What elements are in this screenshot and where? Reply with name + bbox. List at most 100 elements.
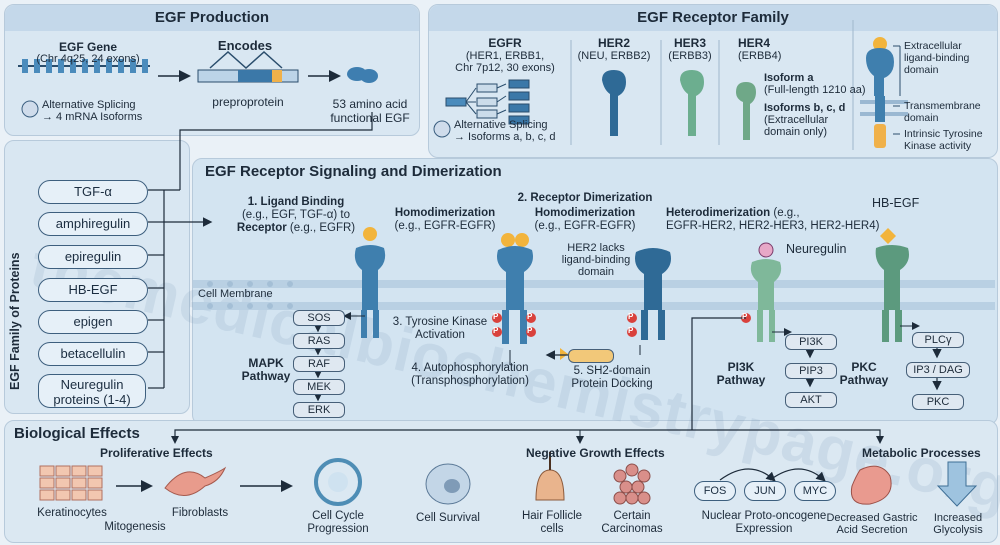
preproprotein-label: preproprotein	[212, 95, 284, 109]
mapk-title-line2: Pathway	[241, 369, 291, 383]
her2-heterodimer	[635, 248, 671, 340]
heterodimer-title: Heterodimerization (e.g.,	[666, 207, 800, 219]
family-bracket	[148, 189, 213, 389]
pi3k-title-line1: PI3K	[727, 360, 755, 374]
sh2-protein	[568, 349, 614, 363]
cell-cycle-graphic	[314, 458, 362, 506]
family-item: epigen	[38, 310, 148, 334]
homodimer2-sub: (e.g., EGFR-EGFR)	[534, 220, 636, 232]
cell-cycle-line2: Progression	[307, 523, 369, 535]
mapk-step: MEK	[293, 379, 345, 395]
glycolysis-line2: Glycolysis	[933, 524, 983, 536]
step5-line2: Protein Docking	[571, 378, 653, 390]
pkc-step: IP3 / DAG	[906, 362, 970, 378]
family-item: betacellulin	[38, 342, 148, 366]
her4-name: HER4	[738, 36, 771, 50]
functional-egf-icon	[347, 67, 378, 83]
functional-egf-line1: 53 amino acid	[332, 97, 408, 111]
her3-name: HER3	[673, 36, 707, 50]
pi3k-step: PIP3	[785, 363, 837, 379]
cell-membrane-label: Cell Membrane	[198, 288, 273, 300]
gastric-line2: Acid Secretion	[836, 524, 908, 536]
step4-line2: (Transphosphorylation)	[411, 375, 529, 387]
her4-aliases: (ERBB4)	[738, 50, 782, 62]
transmembrane-line2: domain	[904, 112, 939, 124]
isoform-bcd-line2: domain only)	[764, 126, 827, 138]
carcinomas-line2: Carcinomas	[601, 523, 663, 535]
isoform-bcd-title: Isoforms b, c, d	[764, 102, 846, 114]
step1-line2: Receptor (e.g., EGFR)	[236, 222, 356, 234]
mitogenesis-label: Mitogenesis	[104, 521, 166, 533]
mapk-step: ERK	[293, 402, 345, 418]
her2-aliases: (NEU, ERBB2)	[577, 50, 651, 62]
egfr-line2: Chr 7p12, 30 exons)	[455, 62, 555, 74]
her2-name: HER2	[597, 36, 631, 50]
her2-note-line2: ligand-binding	[561, 254, 631, 266]
pkc-title-line2: Pathway	[839, 373, 889, 387]
bio-title: Biological Effects	[14, 425, 140, 442]
carcinoma-graphic	[613, 463, 651, 505]
her2-note-line3: domain	[577, 266, 615, 278]
egfr-line1: (HER1, ERBB1,	[465, 50, 545, 62]
hb-egf-label: HB-EGF	[872, 196, 920, 210]
gene-subtitle: (Chr 4q25, 24 exons)	[36, 53, 140, 65]
mapk-step: RAS	[293, 333, 345, 349]
hair-follicle-graphic	[535, 469, 565, 501]
phospho-label: P	[527, 312, 533, 321]
homodimer2-title: Homodimerization	[534, 207, 636, 219]
phospho-label: P	[493, 312, 499, 321]
kinase-line1: Intrinsic Tyrosine	[904, 128, 983, 140]
biological-effects-panel	[4, 420, 998, 543]
functional-egf-line2: functional EGF	[330, 111, 410, 125]
pkc-step: PKC	[912, 394, 964, 410]
family-item: TGF-α	[38, 180, 148, 204]
gene-jun: JUN	[744, 481, 786, 501]
encodes-label: Encodes	[217, 38, 273, 53]
pi3k-step: PI3K	[785, 334, 837, 350]
extracellular-line3: domain	[904, 64, 939, 76]
step4-line1: 4. Autophosphorylation	[411, 362, 529, 374]
egf-production-title: EGF Production	[5, 5, 419, 31]
transmembrane-line1: Transmembrane	[904, 100, 981, 112]
isoform-splicing-graphic	[445, 79, 530, 125]
gastric-line1: Decreased Gastric	[826, 512, 918, 524]
mapk-step: SOS	[293, 310, 345, 326]
phospho-label: P	[628, 326, 634, 335]
mapk-step: RAF	[293, 356, 345, 372]
step3-line2: Activation	[415, 329, 465, 341]
fibroblast-graphic	[164, 466, 227, 496]
her3-aliases: (ERBB3)	[668, 50, 712, 62]
pi3k-title-line2: Pathway	[716, 373, 766, 387]
her4-hbegf-receptor	[875, 228, 909, 342]
metabolic-title: Metabolic Processes	[862, 446, 981, 460]
phospho-label: P	[527, 326, 533, 335]
egfr-homodimer	[497, 233, 533, 344]
receptor-splicing-line1: Alternative Splicing	[454, 119, 548, 131]
kinase-line2: Kinase activity	[904, 140, 972, 152]
keratinocytes-label: Keratinocytes	[37, 507, 107, 519]
step5-line1: 5. SH2-domain	[573, 365, 651, 377]
isoform-a-title: Isoform a	[764, 72, 814, 84]
pi3k-step: AKT	[785, 392, 837, 408]
neuregulin-label: Neuregulin	[786, 242, 847, 256]
family-item: amphiregulin	[38, 212, 148, 236]
family-item: epiregulin	[38, 245, 148, 269]
fibroblasts-label: Fibroblasts	[171, 507, 229, 519]
step1-title: 1. Ligand Binding	[247, 196, 345, 208]
negative-title: Negative Growth Effects	[526, 446, 665, 460]
stomach-graphic	[850, 465, 892, 505]
keratinocytes-graphic	[39, 465, 103, 501]
phospho-label: P	[628, 312, 634, 321]
down-arrow-icon	[936, 461, 978, 507]
hair-line2: cells	[540, 523, 564, 535]
phospho-label: P	[493, 326, 499, 335]
homodimer1-title: Homodimerization	[394, 207, 496, 219]
receptor-ligand-binding	[354, 227, 386, 338]
family-title: EGF Family of Proteins	[8, 252, 22, 390]
gene-fos: FOS	[694, 481, 736, 501]
extracellular-line2: ligand-binding	[904, 52, 970, 64]
splicing-line2: → 4 mRNA Isoforms	[42, 111, 143, 123]
preproprotein-bar	[197, 50, 299, 83]
gene-myc: MYC	[794, 481, 836, 501]
